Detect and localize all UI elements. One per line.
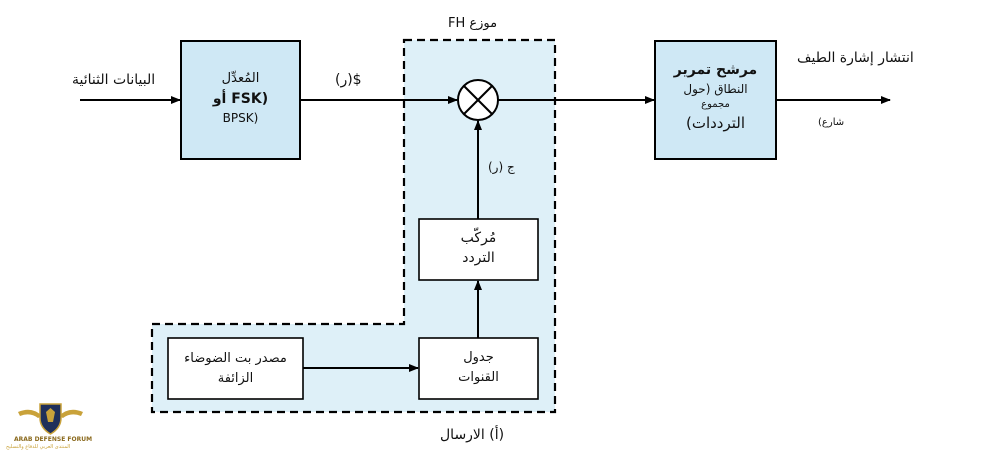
bandpass-line4: الترددات) <box>685 114 746 132</box>
synth-line1: مُركّب <box>460 230 497 246</box>
mixer-symbol <box>457 79 499 121</box>
caption: (أ) الارسال <box>440 427 505 443</box>
bandpass-line1: مرشح تمرير <box>673 62 758 78</box>
fh-spreader-region <box>150 38 557 414</box>
c-of-t-label: ج (ر) <box>488 160 515 174</box>
frequency-synthesizer-block <box>418 218 539 281</box>
bandpass-filter-block <box>654 40 777 160</box>
bandpass-text: مرشح تمرير النطاق (حول مجموع الترددات) <box>655 60 776 134</box>
forum-logo <box>18 403 83 435</box>
modulator-line1: المُعدِّل <box>221 71 260 86</box>
channel-table-text: جدول القنوات <box>419 348 538 388</box>
synth-line2: التردد <box>462 250 495 266</box>
logo-text-en: ARAB DEFENSE FORUM <box>14 436 93 443</box>
channel-table-block <box>418 337 539 400</box>
synth-text: مُركّب التردد <box>419 228 538 268</box>
modulator-text: المُعدِّل (FSK أو (BPSK <box>181 70 300 126</box>
input-label: البيانات الثنائية <box>72 72 156 88</box>
logo-text-ar: المنتدى العربي للدفاع والتسليح <box>6 444 71 450</box>
output-sublabel: شارع) <box>818 117 845 128</box>
bandpass-line3: مجموع <box>701 99 730 110</box>
modulator-line2: (FSK أو <box>212 91 269 107</box>
fh-spreader-label: موزع FH <box>448 16 498 31</box>
channel-table-line1: جدول <box>463 350 494 365</box>
pn-source-line1: مصدر بت الضوضاء <box>184 351 287 366</box>
pn-source-block <box>167 337 304 400</box>
pn-source-text: مصدر بت الضوضاء الزائفة <box>168 349 303 389</box>
s-of-t-label: $(ر) <box>335 72 362 88</box>
bandpass-line2: النطاق (حول <box>683 82 748 96</box>
pn-source-line2: الزائفة <box>217 371 254 386</box>
output-label: انتشار إشارة الطيف <box>797 50 914 66</box>
modulator-line3: (BPSK <box>222 111 259 125</box>
channel-table-line2: القنوات <box>458 370 499 385</box>
